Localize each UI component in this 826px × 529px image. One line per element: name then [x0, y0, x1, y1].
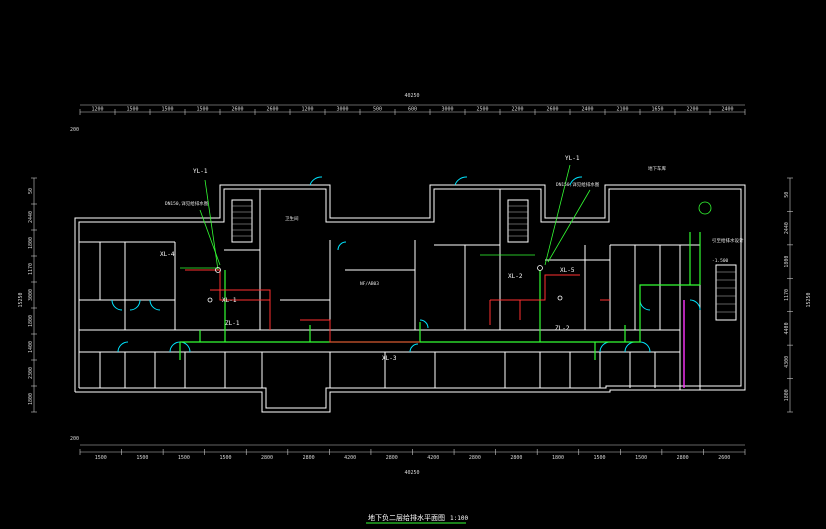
left-total-dim: 15250	[18, 292, 24, 307]
stair-right	[507, 199, 529, 243]
dimension-chain-left: 50 2440 1800 1170 3000 1800 1400 2300 1800	[28, 177, 37, 413]
dim-left-label: 1400	[28, 341, 34, 353]
dim-left-label: 1170	[28, 263, 34, 275]
stair-left	[231, 199, 253, 243]
dim-bottom-label: 1500	[219, 455, 231, 461]
note-dn150-left: DN150,详见给排水图	[165, 200, 209, 207]
dimension-chain-top: 1200 1500 1500 1500 2600 2600 1200 3000 500 600 30…	[79, 104, 746, 115]
note-dn150-right: DN150,详见给排水图	[556, 181, 600, 188]
riser-note: 引至给排水设计	[712, 237, 744, 244]
dimension-chain-bottom: 1500 1500 1500 1500 2800 2800 4200 2800 4200 2800…	[79, 444, 746, 461]
dim-top-label: 1500	[161, 107, 173, 113]
dim-right-label: 1170	[784, 289, 790, 301]
dimension-chain-right: 50 2440 1800 1170 4400 4300 1800	[784, 177, 793, 413]
dim-bottom-label: 2800	[386, 455, 398, 461]
tag-yl-1-left: YL-1	[193, 168, 208, 175]
drawing-scale: 1:100	[450, 515, 468, 522]
dim-right-label: 2440	[784, 222, 790, 234]
area-label: 地下车库	[648, 165, 666, 172]
overall-dim-bottom: 40250	[404, 470, 419, 476]
dim-top-label: 1200	[91, 107, 103, 113]
tag-xl-1: XL-1	[222, 297, 237, 304]
dim-bottom-label: 2800	[303, 455, 315, 461]
dim-top-label: 600	[408, 107, 417, 113]
dim-bottom-label: 2800	[677, 455, 689, 461]
tag-xl-5: XL-5	[560, 267, 575, 274]
dim-bottom-label: 4200	[427, 455, 439, 461]
dim-top-label: 2500	[476, 107, 488, 113]
mid-note: NF/AB03	[360, 281, 379, 287]
dim-top-label: 2200	[686, 107, 698, 113]
dim-bottom-label: 1800	[552, 455, 564, 461]
tag-xl-2: XL-2	[508, 273, 523, 280]
stair-hatching	[232, 205, 736, 313]
drain-pipes	[185, 269, 610, 343]
dim-top-label: 2600	[231, 107, 243, 113]
dim-top-label: 2600	[266, 107, 278, 113]
room-text: 卫生间	[285, 215, 299, 222]
stair-east	[715, 264, 737, 321]
dim-left-label: 3000	[28, 289, 34, 301]
outer-wall	[74, 184, 746, 413]
dim-left-label: 1800	[28, 237, 34, 249]
dim-right-label: 1800	[784, 256, 790, 268]
overall-dim-top: 40250	[404, 93, 419, 99]
dim-bottom-label: 1500	[178, 455, 190, 461]
tag-xl-4: XL-4	[160, 251, 175, 258]
dim-top-label: 2200	[511, 107, 523, 113]
dim-left-label: 1800	[28, 315, 34, 327]
dim-top-label: 1500	[126, 107, 138, 113]
tag-xl-3: XL-3	[382, 355, 397, 362]
tag-zl-1: ZL-1	[225, 320, 240, 327]
riser-markers	[207, 201, 712, 303]
leader-lines	[180, 164, 591, 271]
dim-bottom-label: 2800	[469, 455, 481, 461]
building-walls	[74, 184, 746, 413]
dim-bottom-label: 1500	[594, 455, 606, 461]
dim-left-label: 2300	[28, 367, 34, 379]
drawing-title: 地下负二层给排水平面图	[368, 513, 445, 522]
dim-right-label: 1800	[784, 389, 790, 401]
dim-top-label: 500	[373, 107, 382, 113]
tag-yl-1-right: YL-1	[565, 155, 580, 162]
dim-bottom-label: 2600	[718, 455, 730, 461]
dim-left-label: 1800	[28, 393, 34, 405]
dim-top-label: 3000	[441, 107, 453, 113]
dim-top-label: 2400	[721, 107, 733, 113]
bottom-left-offset: 200	[70, 436, 79, 442]
dim-left-label: 2440	[28, 211, 34, 223]
dim-bottom-label: 1500	[136, 455, 148, 461]
dim-bottom-label: 4200	[344, 455, 356, 461]
dim-left-label: 50	[28, 188, 34, 194]
dim-top-label: 2600	[546, 107, 558, 113]
dim-top-label: 1500	[196, 107, 208, 113]
elevation-note: -1.500	[712, 258, 729, 264]
supply-pipes	[179, 232, 701, 360]
dim-right-label: 4400	[784, 322, 790, 334]
dim-top-label: 2100	[616, 107, 628, 113]
dim-top-label: 3000	[336, 107, 348, 113]
dim-right-label: 50	[784, 192, 790, 198]
right-total-dim: 15250	[806, 292, 812, 307]
dim-top-label: 1200	[301, 107, 313, 113]
dim-right-label: 4300	[784, 356, 790, 368]
outer-wall-inner	[78, 188, 742, 409]
dim-bottom-label: 2800	[510, 455, 522, 461]
tag-zl-2: ZL-2	[555, 325, 570, 332]
top-left-offset: 200	[70, 127, 79, 133]
dim-bottom-label: 1500	[635, 455, 647, 461]
dim-top-label: 2400	[581, 107, 593, 113]
dim-bottom-label: 2800	[261, 455, 273, 461]
dim-top-label: 1650	[651, 107, 663, 113]
dim-bottom-label: 1500	[95, 455, 107, 461]
